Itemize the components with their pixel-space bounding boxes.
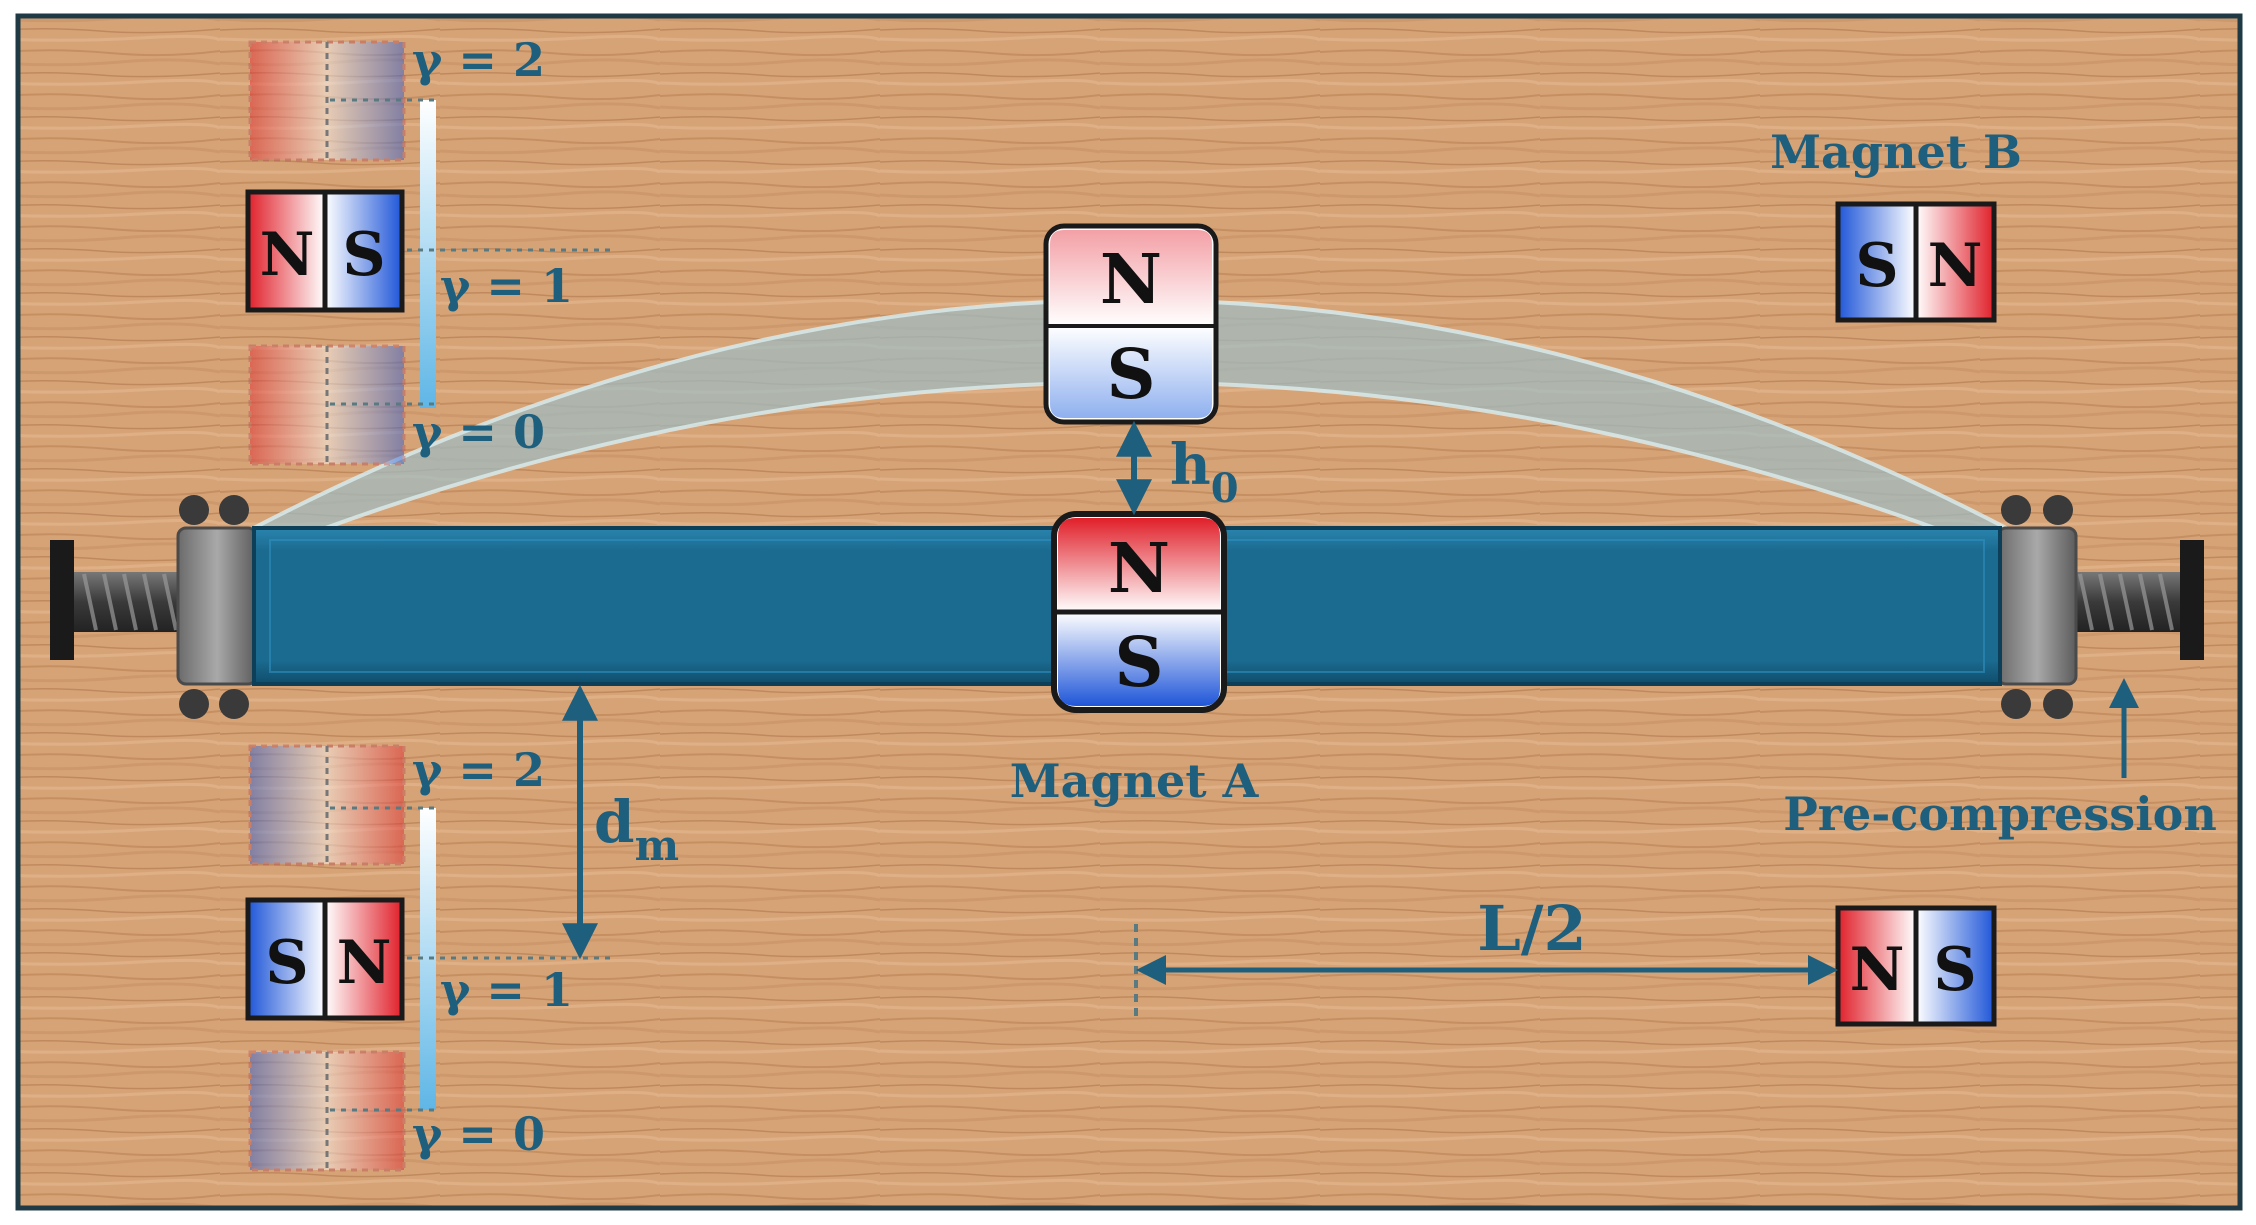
right-end-plate xyxy=(2180,540,2204,660)
gamma-scale-bar-bottom xyxy=(420,808,436,1110)
magnet-b-upper-south-label: S xyxy=(1855,231,1898,301)
top-gamma-0-label: γ = 0 xyxy=(412,405,545,459)
right-bolt xyxy=(2043,689,2073,719)
pre-compression-label: Pre-compression xyxy=(1783,787,2217,841)
magnet-b-lower-north-label: N xyxy=(1850,935,1905,1005)
diagram-frame xyxy=(15,13,2243,1211)
top-magnet-b-positions: N S γ = 2 γ = 1 γ = 0 xyxy=(245,33,612,466)
half-length-label: L/2 xyxy=(1477,892,1586,965)
left-bolt xyxy=(179,495,209,525)
upper-magnet-south-label: S xyxy=(1106,335,1155,415)
left-bolt xyxy=(179,689,209,719)
bottom-magnet-north-label: N xyxy=(337,928,392,998)
magnet-b-upper-north-label: N xyxy=(1928,231,1983,301)
upper-magnet-north-label: N xyxy=(1100,240,1162,320)
bottom-magnet-b-positions: S N γ = 2 γ = 1 γ = 0 xyxy=(245,743,612,1172)
left-clamp-assembly xyxy=(50,495,258,719)
right-bolt xyxy=(2001,495,2031,525)
gamma-scale-bar-top xyxy=(420,100,436,408)
right-clamp-block xyxy=(1996,526,2078,686)
h0-label: h0 xyxy=(1170,432,1239,512)
top-magnet-south-label: S xyxy=(342,220,385,290)
bottom-gamma-0-label: γ = 0 xyxy=(412,1107,545,1161)
magnet-a-south-label: S xyxy=(1114,623,1163,703)
right-clamp-assembly xyxy=(1996,495,2204,719)
upper-tip-magnet: N S xyxy=(1043,223,1219,425)
top-gamma-1-label: γ = 1 xyxy=(440,259,573,313)
right-bolt xyxy=(2001,689,2031,719)
magnet-a: N S xyxy=(1051,511,1227,713)
left-clamp-block xyxy=(176,526,258,686)
left-end-plate xyxy=(50,540,74,660)
top-gamma-2-label: γ = 2 xyxy=(412,33,545,87)
bottom-gamma-1-label: γ = 1 xyxy=(440,963,573,1017)
magnet-a-label: Magnet A xyxy=(1010,754,1260,808)
magnet-b-upper-right: S N xyxy=(1835,201,1997,323)
dm-label: dm xyxy=(594,788,679,870)
magnet-b-lower-right: N S xyxy=(1835,905,1997,1027)
magnet-a-north-label: N xyxy=(1108,529,1170,609)
bottom-magnet-south-label: S xyxy=(265,928,308,998)
left-bolt xyxy=(219,689,249,719)
left-bolt xyxy=(219,495,249,525)
magnet-b-label: Magnet B xyxy=(1770,125,2022,179)
top-magnet-north-label: N xyxy=(260,220,315,290)
right-bolt xyxy=(2043,495,2073,525)
magnet-b-lower-south-label: S xyxy=(1933,935,1976,1005)
bottom-gamma-2-label: γ = 2 xyxy=(412,743,545,797)
